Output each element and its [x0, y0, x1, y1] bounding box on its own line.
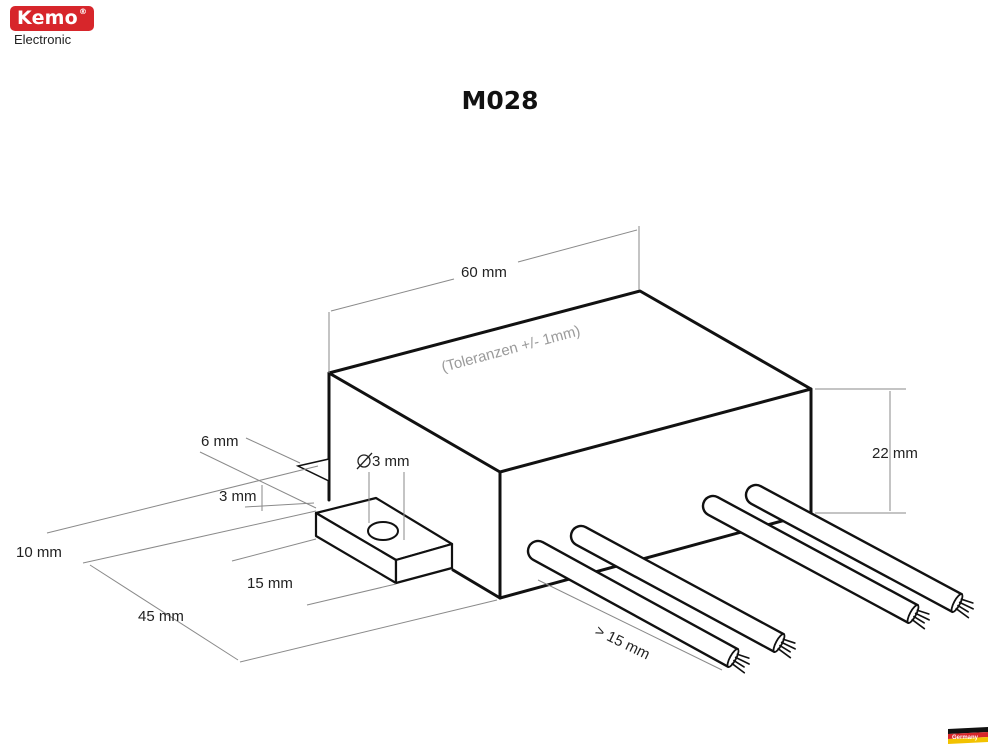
wire-group: [526, 483, 974, 674]
mounting-tab: [295, 458, 454, 585]
germany-flag-badge: Germany: [948, 727, 988, 744]
label-length: 60 mm: [461, 264, 507, 281]
wire-strand: [779, 644, 791, 653]
label-height: 22 mm: [872, 445, 918, 462]
kemo-logo: Kemo® Electronic: [10, 6, 95, 47]
logo-registered: ®: [78, 7, 88, 16]
logo-badge: Kemo®: [10, 6, 95, 31]
wire-strand: [914, 612, 930, 621]
label-tab-length: 10 mm: [16, 544, 62, 561]
wire-strand: [955, 607, 970, 619]
wire: [569, 524, 796, 659]
wire-strand: [913, 615, 925, 624]
hole-diameter-callout: 3 mm: [356, 452, 410, 470]
dimension-lines: [46, 226, 906, 671]
wire-strand: [736, 653, 750, 659]
label-tab-offset: 15 mm: [247, 575, 293, 592]
wire-strand: [782, 638, 796, 644]
wire-strand: [916, 609, 930, 615]
mounting-hole: [367, 521, 399, 541]
box-top-face: [329, 291, 811, 472]
diameter-icon: [357, 454, 371, 468]
wire: [744, 483, 974, 619]
wire-strand: [911, 618, 926, 630]
wire-strand: [958, 601, 974, 610]
badge-label: Germany: [952, 735, 979, 741]
label-tab-thickness: 3 mm: [219, 488, 257, 505]
label-wire-length: > 15 mm: [592, 622, 652, 663]
wire-strand: [957, 604, 969, 613]
wire-strand: [734, 656, 750, 665]
wire-strand: [780, 641, 796, 650]
label-tab-width: 6 mm: [201, 433, 239, 450]
label-depth: 45 mm: [138, 608, 184, 625]
diameter-slash: [356, 452, 373, 470]
wire: [526, 539, 750, 674]
wire-strand: [733, 659, 745, 668]
diagram-title: M028: [461, 86, 539, 115]
label-hole-diameter: 3 mm: [372, 453, 410, 470]
wire-strand: [777, 647, 792, 659]
wire: [701, 494, 930, 630]
wire-strand: [731, 662, 746, 674]
wire-strand: [960, 598, 974, 604]
box-outline: [327, 289, 813, 600]
box-front-face: [329, 373, 500, 598]
logo-subtitle: Electronic: [14, 32, 72, 47]
logo-brand: Kemo: [17, 7, 78, 29]
